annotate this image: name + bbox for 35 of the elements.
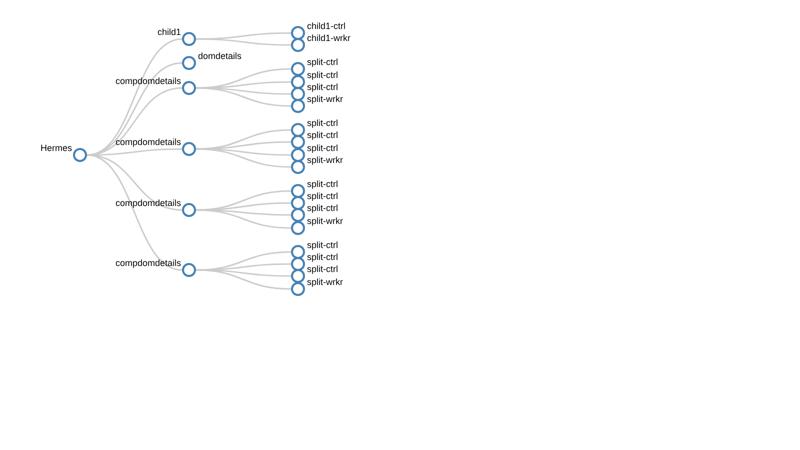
tree-link bbox=[196, 38, 291, 46]
node-label: split-ctrl bbox=[307, 130, 338, 140]
node-label: split-wrkr bbox=[307, 216, 343, 226]
node-label: child1 bbox=[157, 27, 181, 37]
tree-link bbox=[196, 269, 292, 290]
tree-link bbox=[196, 32, 291, 40]
node-label: split-ctrl bbox=[307, 179, 338, 189]
tree-link bbox=[196, 263, 291, 271]
node-label: split-ctrl bbox=[307, 264, 338, 274]
tree-link bbox=[196, 209, 292, 229]
node-label: split-wrkr bbox=[307, 155, 343, 165]
node-label: child1-wrkr bbox=[307, 33, 351, 43]
node-label: split-wrkr bbox=[307, 94, 343, 104]
node-label: split-ctrl bbox=[307, 240, 338, 250]
node-label: Hermes bbox=[40, 143, 72, 153]
node-label: split-ctrl bbox=[307, 252, 338, 262]
tree-link bbox=[196, 148, 292, 168]
tree-link bbox=[196, 87, 292, 107]
node-label: compdomdetails bbox=[115, 76, 181, 86]
node-label: split-ctrl bbox=[307, 70, 338, 80]
tree-link bbox=[196, 202, 292, 211]
node-label: compdomdetails bbox=[115, 137, 181, 147]
node-label: split-ctrl bbox=[307, 143, 338, 153]
node-label: domdetails bbox=[198, 51, 242, 61]
node-label: split-ctrl bbox=[307, 57, 338, 67]
node-label: compdomdetails bbox=[115, 258, 181, 268]
node-label: split-ctrl bbox=[307, 191, 338, 201]
tree-link bbox=[196, 81, 291, 89]
node-label: compdomdetails bbox=[115, 198, 181, 208]
node-label: split-wrkr bbox=[307, 277, 343, 287]
tree-link bbox=[196, 141, 292, 150]
node-label: child1-ctrl bbox=[307, 21, 346, 31]
node-label: split-ctrl bbox=[307, 203, 338, 213]
node-label: split-ctrl bbox=[307, 118, 338, 128]
node-label: split-ctrl bbox=[307, 82, 338, 92]
